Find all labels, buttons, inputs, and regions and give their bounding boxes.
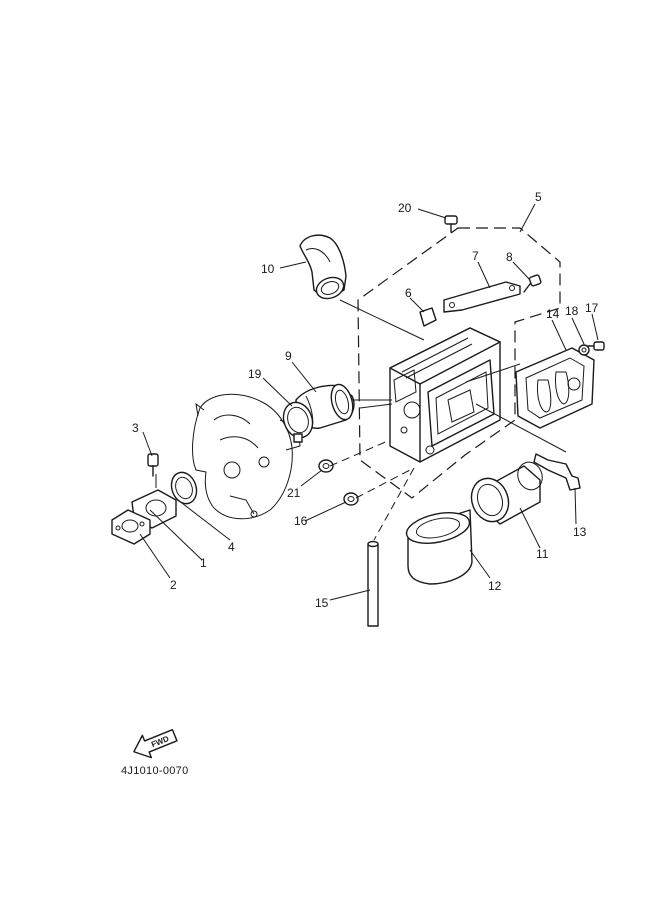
callout-20: 20: [398, 201, 412, 215]
part-16-grommet: [343, 492, 359, 506]
air-box-housing: [389, 327, 501, 463]
callout-10: 10: [261, 262, 275, 276]
callout-11: 11: [536, 547, 549, 561]
callout-5: 5: [535, 190, 542, 204]
part-4-clamp: [170, 471, 198, 505]
callout-7: 7: [472, 249, 479, 263]
part-10-intake-elbow: [299, 234, 347, 300]
callout-21: 21: [287, 486, 301, 500]
part-21-grommet: [318, 459, 334, 473]
callout-15: 15: [315, 596, 329, 610]
part-19-clamp: [282, 401, 314, 443]
leader-lines: [139, 203, 599, 601]
part-6-clip: [419, 307, 437, 327]
callout-3: 3: [132, 421, 139, 435]
part-15-drain-hose: [367, 540, 379, 627]
part-12-foam-element: [405, 509, 473, 585]
part-14-cover: [515, 347, 595, 429]
part-7-bracket: [443, 281, 521, 313]
part-18-washer: [578, 344, 590, 356]
assembly-boundary-5: [357, 227, 561, 499]
callout-13: 13: [573, 525, 587, 539]
callout-4: 4: [228, 540, 235, 554]
callout-12: 12: [488, 579, 502, 593]
carburetor-body: [192, 393, 301, 520]
part-20-screw: [444, 215, 458, 233]
part-17-screw: [587, 341, 605, 351]
forward-direction-arrow: FWD: [133, 728, 178, 759]
callout-19: 19: [248, 367, 262, 381]
part-3-bolt: [147, 453, 159, 477]
callout-labels: 1 2 3 4 5 6 7 8 9 10 11 12 13 14 15 16 1…: [132, 190, 599, 610]
callout-9: 9: [285, 349, 292, 363]
part-11-filter-frame: [470, 461, 543, 525]
callout-14: 14: [546, 307, 560, 321]
callout-17: 17: [585, 301, 599, 315]
callout-2: 2: [170, 578, 177, 592]
callout-18: 18: [565, 304, 579, 318]
callout-6: 6: [405, 286, 412, 300]
part-8-bolt: [523, 274, 542, 293]
callout-8: 8: [506, 250, 513, 264]
callout-1: 1: [200, 556, 207, 570]
part-13-strap: [533, 453, 581, 491]
drawing-code: 4J1010-0070: [121, 765, 189, 777]
callout-16: 16: [294, 514, 308, 528]
